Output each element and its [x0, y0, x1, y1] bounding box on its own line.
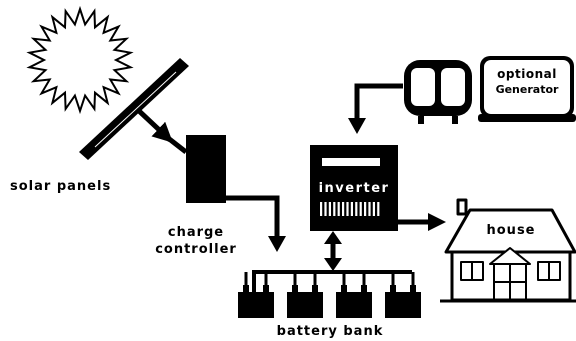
solar-panels-label: solar panels	[10, 179, 111, 194]
battery-icon	[336, 272, 372, 318]
sun-icon	[26, 5, 134, 115]
inverter-label: inverter	[319, 181, 390, 196]
inverter-to-house-arrow	[398, 213, 446, 231]
inverter-box	[310, 145, 398, 231]
battery-icon	[385, 272, 421, 318]
generator-to-inverter-arrow	[348, 83, 403, 134]
solar-panel	[79, 58, 189, 160]
controller-to-battery-arrow	[226, 195, 286, 252]
battery-icon	[238, 272, 274, 318]
house-label: house	[487, 223, 536, 238]
generator-label-line1: optional	[497, 67, 557, 81]
panel-to-controller-arrow	[136, 108, 188, 154]
charge-controller-box	[186, 135, 226, 203]
charge-controller-label-line1: charge	[168, 225, 224, 240]
battery-bus	[252, 270, 412, 292]
charge-controller-label-line2: controller	[155, 242, 237, 257]
generator-label-line2: Generator	[496, 83, 559, 96]
battery-icon	[287, 272, 323, 318]
battery-bank	[238, 270, 421, 318]
inverter-battery-double-arrow	[324, 231, 342, 271]
generator	[404, 56, 576, 124]
battery-bank-label: battery bank	[277, 324, 384, 339]
house	[440, 198, 576, 303]
